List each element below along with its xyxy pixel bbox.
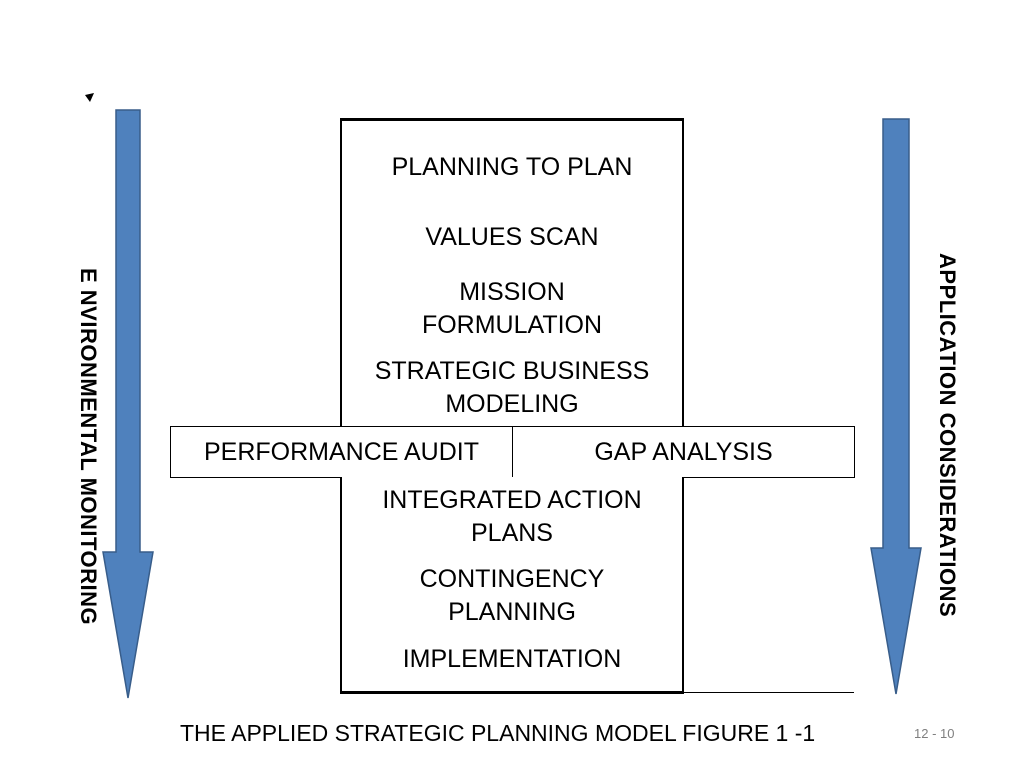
step-values-scan: VALUES SCAN — [340, 213, 684, 271]
step-implementation: IMPLEMENTATION — [340, 635, 684, 694]
step-mission-formulation: MISSION FORMULATION — [340, 270, 684, 349]
page-number: 12 - 10 — [914, 726, 955, 741]
step-performance-audit: PERFORMANCE AUDIT — [170, 426, 513, 478]
baseline-line — [684, 692, 854, 693]
step-strategic-business-modeling: STRATEGIC BUSINESS MODELING — [340, 348, 684, 428]
step-integrated-action-plans: INTEGRATED ACTION PLANS — [340, 477, 684, 557]
right-down-arrow — [870, 118, 922, 695]
application-considerations-label: APPLICATION CONSIDERATIONS — [935, 253, 960, 618]
environmental-monitoring-label: E NVIRONMENTAL MONITORING — [76, 268, 101, 626]
step-planning-to-plan: PLANNING TO PLAN — [340, 118, 684, 214]
step-contingency-planning: CONTINGENCY PLANNING — [340, 556, 684, 636]
triangle-marker-icon — [85, 93, 94, 102]
left-down-arrow — [102, 109, 154, 699]
step-gap-analysis: GAP ANALYSIS — [512, 426, 855, 478]
figure-caption: THE APPLIED STRATEGIC PLANNING MODEL FIG… — [180, 720, 816, 746]
